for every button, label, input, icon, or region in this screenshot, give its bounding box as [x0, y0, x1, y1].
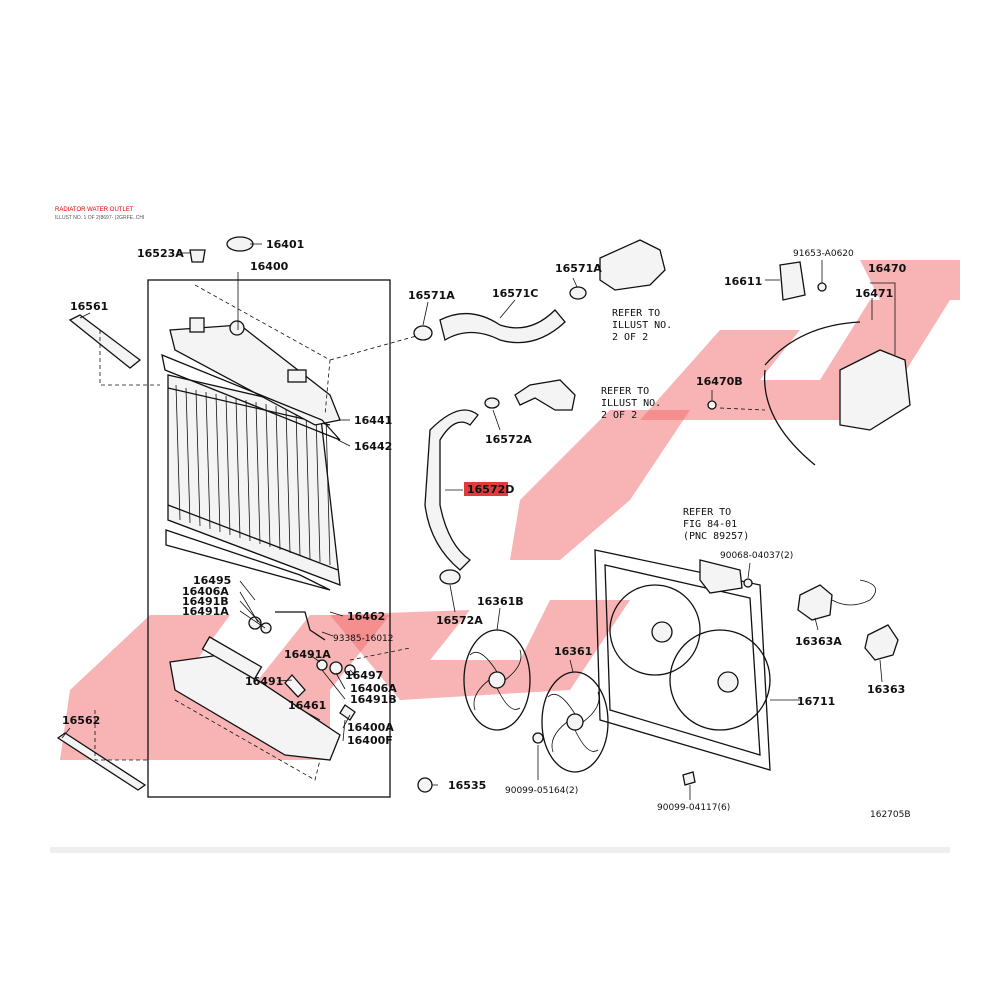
ref-line [94, 710, 150, 761]
refer-note-line: FIG 84-01 [683, 519, 737, 530]
upper-seal-16561 [68, 314, 142, 369]
part-label-16400: 16400 [250, 260, 289, 273]
part-label-16491: 16491 [245, 675, 283, 688]
part-label-16497: 16497 [345, 669, 383, 682]
leader-lines [61, 243, 896, 800]
reservoir-tank [707, 261, 911, 466]
refer-note-line: REFER TO [601, 386, 649, 397]
lower-tank-gasket [165, 529, 331, 591]
lower-seal-16562 [56, 732, 147, 791]
part-label-16572A-upper: 16572A [485, 433, 532, 446]
part-label-16406A-lower: 16406A [350, 682, 397, 695]
part-label-16523A: 16523A [137, 247, 184, 260]
refer-note-line: 2 OF 2 [612, 332, 648, 343]
part-label-16442: 16442 [354, 440, 392, 453]
part-label-16363: 16363 [867, 683, 905, 696]
part-label-16400F: 16400F [347, 734, 393, 747]
ref-line [99, 330, 160, 386]
part-label-16471: 16471 [855, 287, 893, 300]
part-label-90099-05164: 90099-05164(2) [505, 786, 578, 796]
fan-shroud [594, 549, 771, 771]
part-label-16363A: 16363A [795, 635, 842, 648]
part-label-16611: 16611 [724, 275, 762, 288]
refer-note-line: 2 OF 2 [601, 410, 637, 421]
radiator-lower-tank [169, 636, 341, 761]
ref-line [349, 647, 411, 661]
refer-note-line: (PNC 89257) [683, 531, 749, 542]
diagram-subtitle: ILLUST NO. 1 OF 2(8697- )2GRFE..CHI [55, 215, 144, 221]
part-label-93385-16012: 93385-16012 [333, 634, 394, 644]
plug-16523A [189, 249, 206, 263]
diagram-title: RADIATOR WATER OUTLET [55, 207, 134, 213]
part-label-16491A-upper: 16491A [182, 605, 229, 618]
part-label-16561: 16561 [70, 300, 108, 313]
part-label-16571C: 16571C [492, 287, 538, 300]
refer-note-line: ILLUST NO. [601, 398, 661, 409]
part-label-16491A-mid: 16491A [284, 648, 331, 661]
part-label-90099-04117: 90099-04117(6) [657, 803, 730, 813]
part-label-16361: 16361 [554, 645, 592, 658]
footer-divider [50, 847, 950, 853]
refer-note-middle: REFER TO ILLUST NO. 2 OF 2 [601, 386, 661, 421]
fan-motors [417, 578, 899, 793]
part-label-16491B-upper: 16491B [182, 595, 229, 608]
upper-tank-gasket [161, 353, 341, 441]
radiator-cap [226, 236, 254, 252]
part-label-16400A: 16400A [347, 721, 394, 734]
part-label-16470: 16470 [868, 262, 907, 275]
part-label-16462: 16462 [347, 610, 385, 623]
part-label-16461: 16461 [288, 699, 326, 712]
radiator-upper-tank [169, 317, 341, 426]
part-label-16571A-right: 16571A [555, 262, 602, 275]
highlight-16572D [464, 482, 508, 496]
part-label-16572A-lower: 16572A [436, 614, 483, 627]
figure-code: 162705B [870, 810, 911, 820]
part-label-16401: 16401 [266, 238, 304, 251]
part-label-16495: 16495 [193, 574, 231, 587]
lower-hose [424, 379, 576, 585]
upper-hose-assembly [413, 239, 666, 344]
part-label-16711: 16711 [797, 695, 835, 708]
refer-note-line: ILLUST NO. [612, 320, 672, 331]
radiator-assembly-frame [147, 279, 391, 798]
refer-note-line: REFER TO [683, 507, 731, 518]
part-label-16406A-upper: 16406A [182, 585, 229, 598]
part-label-16470B: 16470B [696, 375, 743, 388]
part-label-16441: 16441 [354, 414, 392, 427]
part-label-16571A-left: 16571A [408, 289, 455, 302]
refer-note-upper: REFER TO ILLUST NO. 2 OF 2 [612, 308, 672, 343]
fan-16361 [541, 671, 609, 773]
part-label-16491B-lower: 16491B [350, 693, 397, 706]
refer-note-line: REFER TO [612, 308, 660, 319]
part-label-16562: 16562 [62, 714, 100, 727]
part-label-16361B: 16361B [477, 595, 524, 608]
refer-note-fan: REFER TO FIG 84-01 (PNC 89257) [683, 507, 749, 542]
part-label-91653-A0620: 91653-A0620 [793, 249, 854, 259]
part-label-16572D[interactable]: 16572D [467, 483, 514, 496]
ref-line [174, 699, 321, 781]
part-label-16535: 16535 [448, 779, 486, 792]
radiator-core [167, 374, 341, 586]
ref-line [329, 334, 421, 361]
part-label-90068-04037: 90068-04037(2) [720, 551, 793, 561]
